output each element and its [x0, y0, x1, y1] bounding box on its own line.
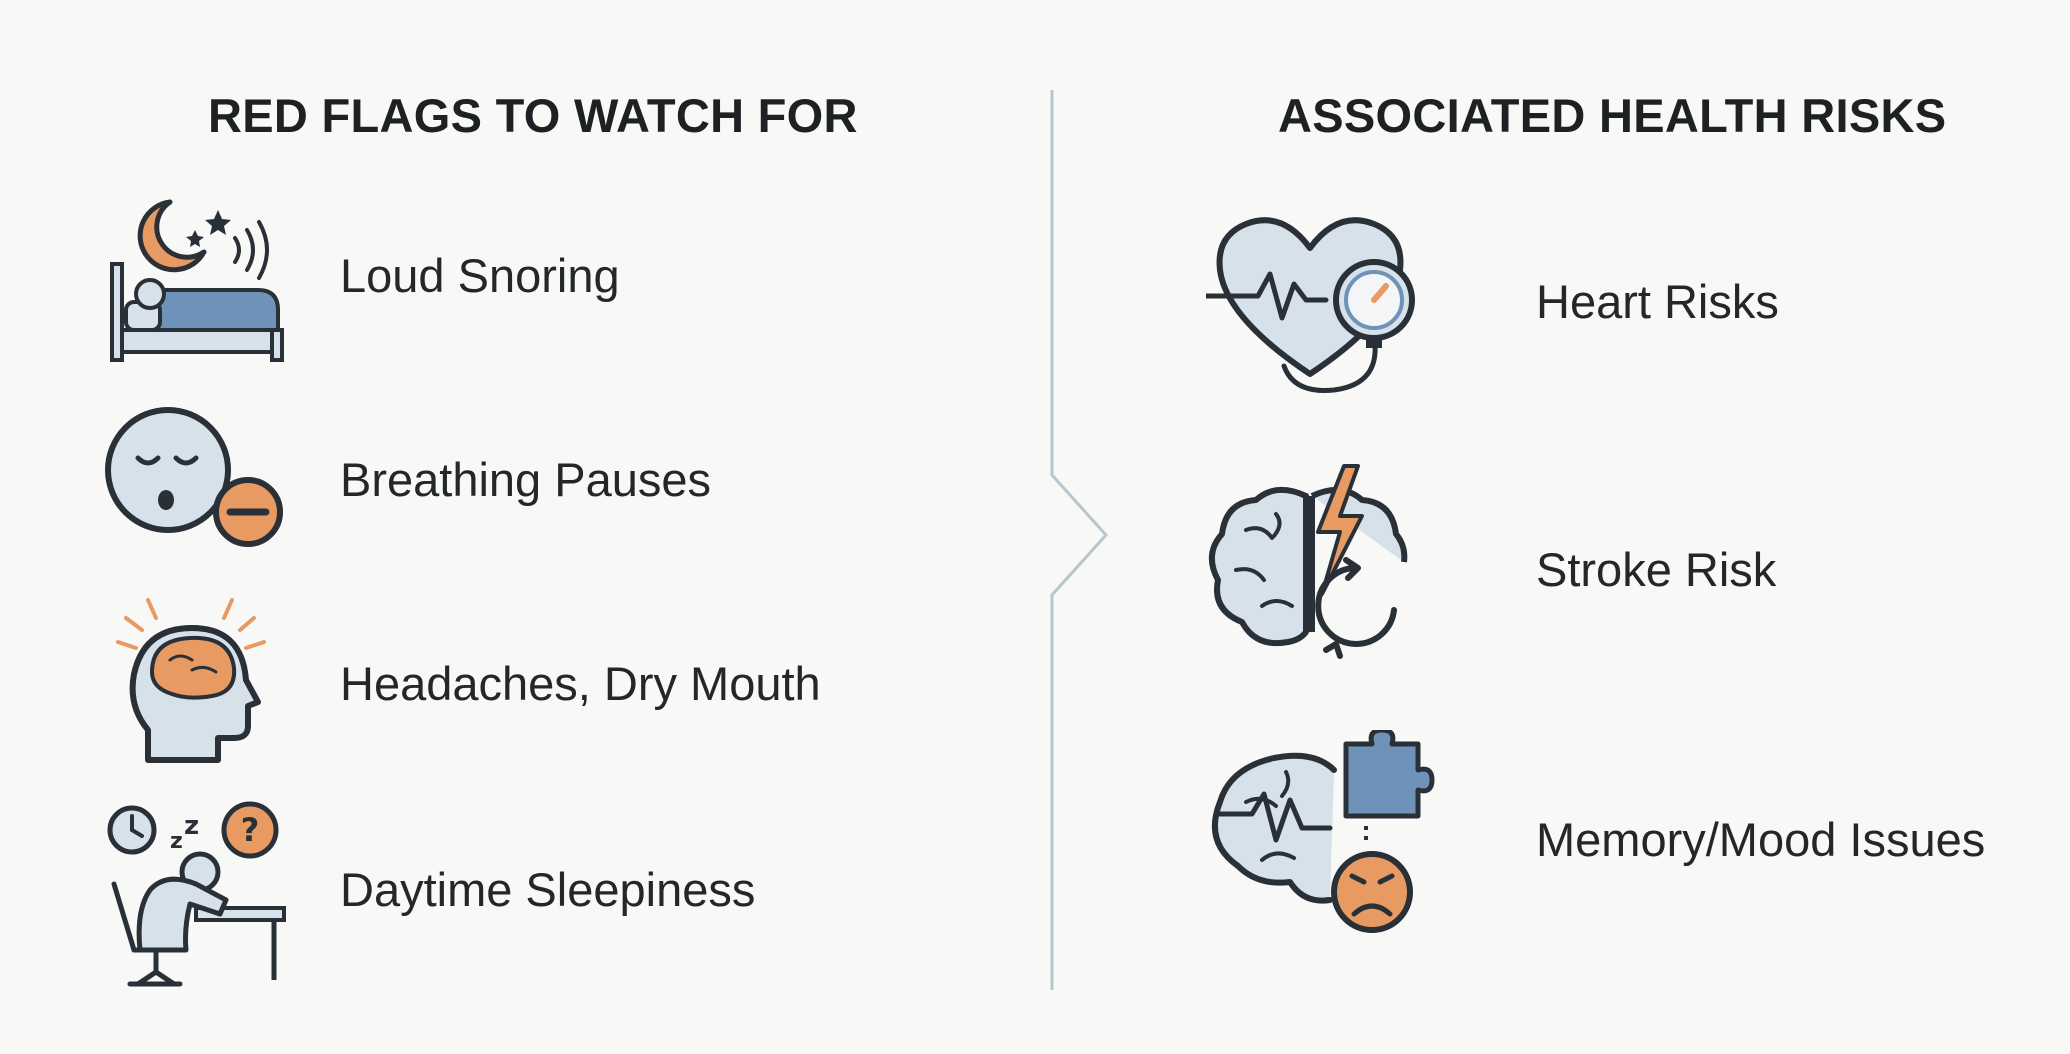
- red-flags-panel: RED FLAGS TO WATCH FOR Loud Snoring: [100, 89, 860, 990]
- red-flag-label: Loud Snoring: [340, 249, 620, 302]
- red-flag-breathing-pauses: Breathing Pauses: [100, 400, 800, 560]
- sleepy-person-at-desk-icon: z z ?: [107, 801, 286, 987]
- red-flag-loud-snoring: Loud Snoring: [100, 180, 800, 370]
- svg-text:z: z: [170, 829, 183, 854]
- health-risk-stroke: Stroke Risk: [1206, 460, 1906, 680]
- svg-text:?: ?: [241, 811, 260, 849]
- health-risk-label: Heart Risks: [1536, 275, 1779, 328]
- brain-puzzle-sad-face-icon: [1211, 730, 1435, 933]
- head-with-headache-icon: [116, 598, 266, 763]
- health-risk-label: Stroke Risk: [1536, 543, 1777, 596]
- health-risks-panel: ASSOCIATED HEALTH RISKS Heart Risks: [1056, 0, 2070, 1054]
- health-risk-memory-mood: Memory/Mood Issues: [1206, 730, 1985, 950]
- brain-with-lightning-icon: [1209, 464, 1408, 659]
- health-risk-label: Memory/Mood Issues: [1536, 813, 1986, 866]
- red-flag-headaches-dry-mouth: Headaches, Dry Mouth: [100, 590, 860, 770]
- heart-with-blood-pressure-gauge-icon: [1206, 217, 1415, 393]
- face-with-pause-icon: [105, 407, 283, 547]
- health-risk-heart: Heart Risks: [1206, 210, 1906, 410]
- svg-text:z: z: [184, 811, 199, 841]
- red-flag-label: Breathing Pauses: [340, 453, 712, 506]
- red-flags-heading: RED FLAGS TO WATCH FOR: [208, 89, 858, 142]
- sleeping-in-bed-snoring-icon: [110, 199, 284, 362]
- red-flag-label: Daytime Sleepiness: [340, 863, 756, 916]
- red-flag-label: Headaches, Dry Mouth: [340, 657, 821, 710]
- panel-divider-arrow: [1050, 90, 1109, 990]
- red-flag-daytime-sleepiness: z z ? Daytime Sleepiness: [100, 800, 820, 990]
- health-risks-heading: ASSOCIATED HEALTH RISKS: [1278, 89, 1947, 142]
